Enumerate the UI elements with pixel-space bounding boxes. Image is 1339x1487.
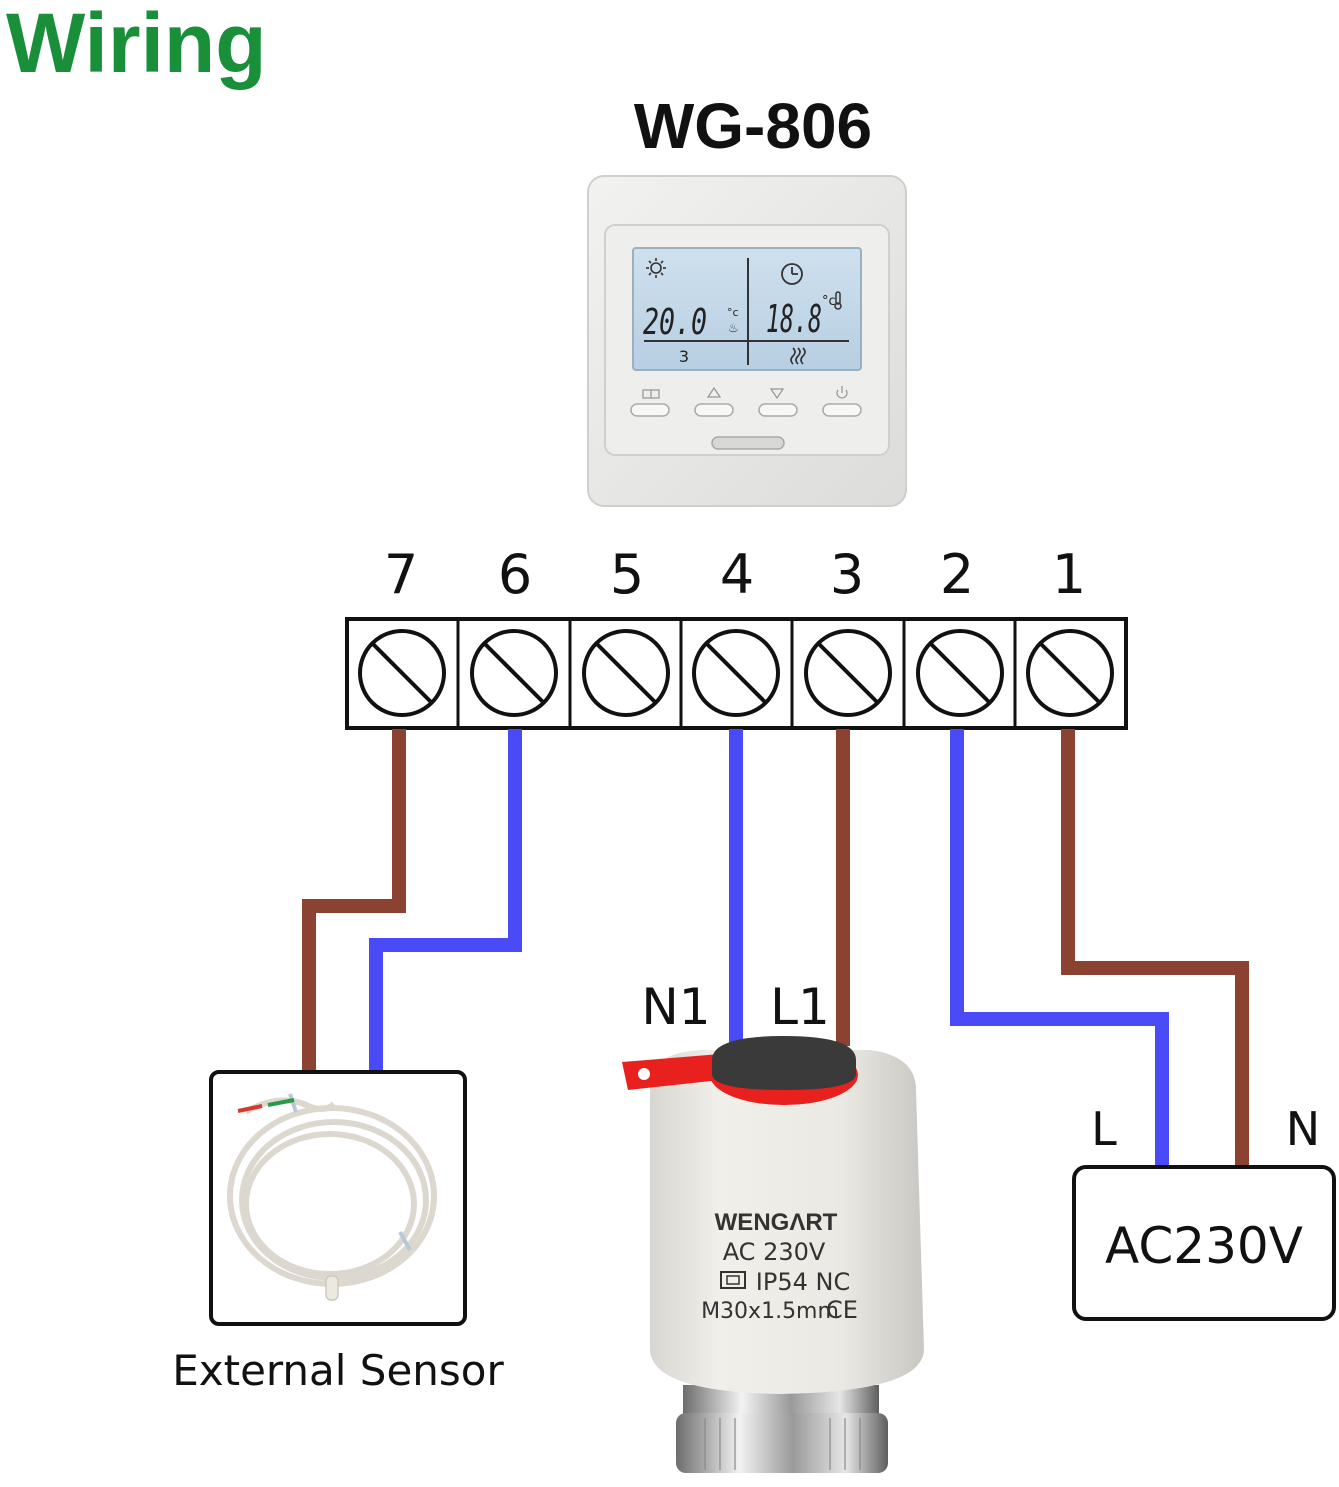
- power-button[interactable]: [822, 403, 862, 417]
- neutral-brown-wire: [1061, 729, 1249, 1166]
- actuator-voltage: AC 230V: [723, 1238, 826, 1266]
- terminal-number: 3: [830, 543, 864, 606]
- terminal-number: 2: [940, 543, 974, 606]
- hand-icon: ♨: [728, 321, 739, 335]
- sensor-green-lead-icon: [267, 1098, 295, 1107]
- power-supply: L N AC230V: [1072, 1102, 1336, 1321]
- double-insulation-inner-icon: [726, 1275, 740, 1285]
- screw-icon: [358, 629, 446, 717]
- sensor-cable-ties-icon: [288, 1093, 412, 1251]
- terminal-number: 6: [498, 543, 532, 606]
- sensor-label: External Sensor: [172, 1346, 504, 1395]
- down-button[interactable]: [758, 403, 798, 417]
- terminal-number: 7: [384, 543, 418, 606]
- sensor-brown-wire: [302, 729, 406, 1070]
- actuator-thread-size: M30x1.5mm: [701, 1299, 839, 1324]
- power-icon: [836, 386, 848, 399]
- terminal-number: 4: [720, 543, 754, 606]
- menu-button[interactable]: [630, 403, 670, 417]
- triangle-down-icon: [769, 388, 785, 400]
- screw-icon: [1026, 629, 1114, 717]
- book-icon: [642, 389, 660, 399]
- terminal-numbers: 7 6 5 4 3 2 1: [384, 543, 1086, 606]
- actuator-red-tab: [622, 1054, 720, 1090]
- model-label: WG-806: [634, 90, 872, 162]
- release-slot: [711, 436, 785, 450]
- actuator-black-knob: [712, 1036, 856, 1090]
- neutral-label: N: [1286, 1102, 1320, 1156]
- screw-icon: [692, 629, 780, 717]
- screw-icon: [916, 629, 1004, 717]
- sensor-probe-icon: [325, 1275, 339, 1301]
- actuator-n-label: N1: [641, 978, 710, 1036]
- actuator-body: [650, 1050, 924, 1394]
- actuator-brand: WENGΛRT: [715, 1209, 838, 1236]
- screw-icon: [804, 629, 892, 717]
- actuator: N1 L1 WENGΛRT AC 230V IP54 NC M30x1.5mm …: [622, 978, 924, 1473]
- power-box: [1072, 1165, 1336, 1321]
- power-label: AC230V: [1105, 1217, 1303, 1275]
- clock-icon: [781, 263, 803, 285]
- set-temperature-unit: °c: [727, 306, 739, 319]
- external-sensor: External Sensor: [172, 1070, 505, 1395]
- actuator-l-label: L1: [770, 978, 830, 1036]
- actuator-rating: IP54 NC: [756, 1268, 850, 1296]
- live-blue-wire: [950, 729, 1169, 1166]
- wires: [302, 729, 1249, 1166]
- program-number: 3: [679, 347, 689, 366]
- set-temperature: 20.0: [643, 302, 707, 343]
- live-label: L: [1091, 1102, 1117, 1156]
- double-insulation-icon: [720, 1271, 746, 1289]
- terminal-number: 1: [1052, 543, 1086, 606]
- up-button[interactable]: [694, 403, 734, 417]
- thermostat: 20.0 °c ♨ 18.8 °c 3: [587, 175, 907, 507]
- sun-icon: [646, 258, 666, 278]
- sensor-red-lead-icon: [237, 1104, 263, 1113]
- sensor-blue-wire: [369, 729, 522, 1070]
- terminal-number: 5: [610, 543, 644, 606]
- heating-icon: [790, 347, 806, 365]
- room-temperature-unit: °c: [822, 294, 836, 309]
- terminal-block: [345, 617, 1128, 730]
- actuator-tab-hole: [638, 1068, 650, 1080]
- screw-icon: [582, 629, 670, 717]
- thermometer-icon: [834, 291, 842, 310]
- room-temperature: 18.8: [766, 297, 822, 341]
- ce-mark-icon: CE: [826, 1296, 858, 1324]
- triangle-up-icon: [706, 386, 722, 398]
- diagram-title: Wiring: [6, 0, 267, 90]
- screw-icon: [470, 629, 558, 717]
- actuator-thread: [676, 1413, 888, 1473]
